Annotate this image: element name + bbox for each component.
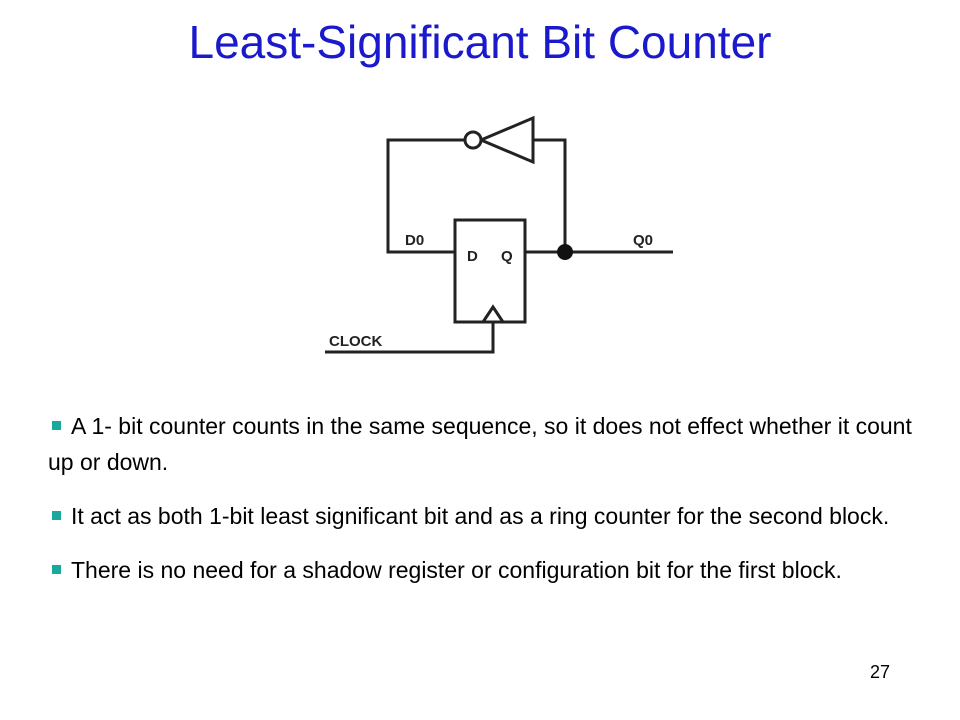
- inverter-bubble: [463, 130, 483, 150]
- slide-title: Least-Significant Bit Counter: [188, 16, 772, 68]
- bullet-text: A 1- bit counter counts in the same sequ…: [48, 413, 912, 475]
- bullet-item: A 1- bit counter counts in the same sequ…: [48, 408, 920, 480]
- bullet-item: There is no need for a shadow register o…: [48, 552, 920, 588]
- inverter-gate: [477, 115, 535, 165]
- d-pin-label: D: [467, 248, 478, 265]
- square-bullet-icon: [52, 565, 61, 574]
- lsb-counter-circuit-diagram: D0 Q0 D Q CLOCK: [305, 100, 680, 375]
- circuit-svg: D0 Q0 D Q CLOCK: [325, 115, 673, 354]
- inverter-input-wire: [533, 138, 567, 252]
- clock-label: CLOCK: [329, 333, 382, 350]
- junction-dot: [557, 244, 573, 260]
- clock-triangle: [481, 304, 505, 323]
- clock-wire: [325, 322, 495, 354]
- feedback-wire: [386, 138, 465, 254]
- q0-label: Q0: [633, 232, 653, 249]
- d0-label: D0: [405, 232, 424, 249]
- bullet-list: A 1- bit counter counts in the same sequ…: [48, 408, 920, 606]
- d-flip-flop: [453, 218, 527, 324]
- bullet-item: It act as both 1-bit least significant b…: [48, 498, 920, 534]
- page-number: 27: [870, 662, 891, 682]
- bullet-text: There is no need for a shadow register o…: [71, 557, 842, 583]
- square-bullet-icon: [52, 421, 61, 430]
- q-pin-label: Q: [501, 248, 513, 265]
- square-bullet-icon: [52, 511, 61, 520]
- bullet-text: It act as both 1-bit least significant b…: [71, 503, 890, 529]
